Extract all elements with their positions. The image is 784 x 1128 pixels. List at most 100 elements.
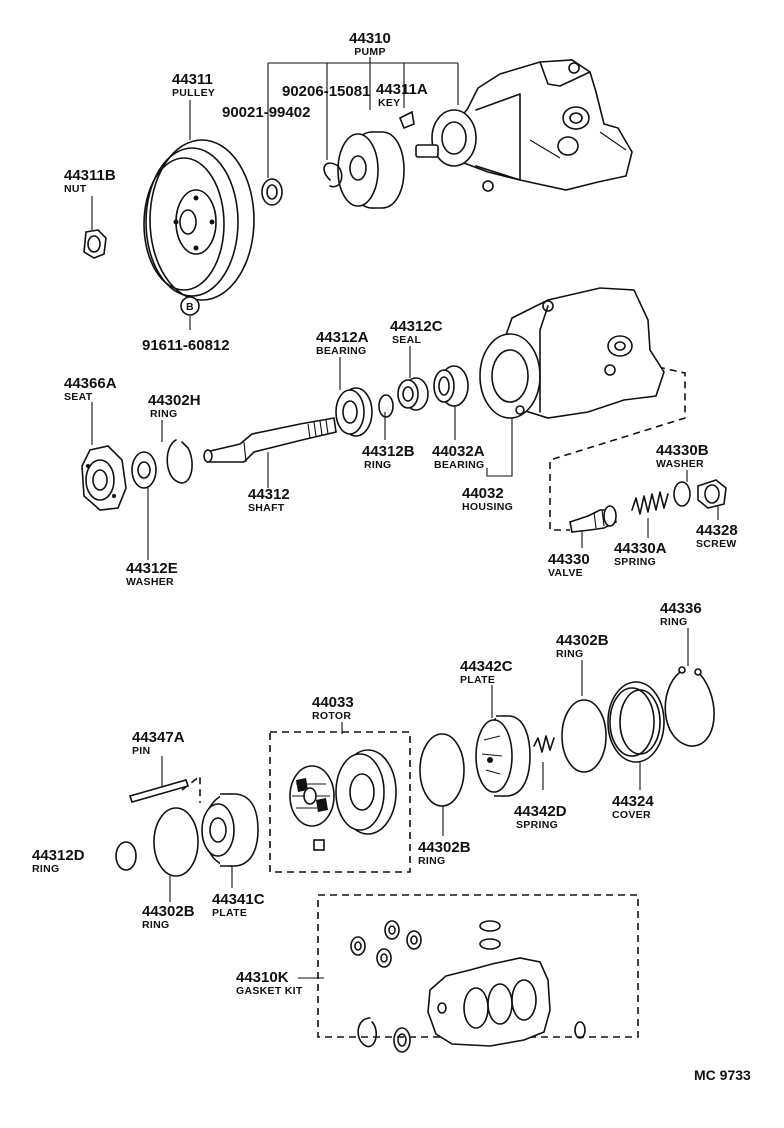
label-44336-number: 44336	[660, 600, 702, 617]
label-44342D-name: SPRING	[516, 819, 558, 831]
label-44366A-number: 44366A	[64, 375, 117, 392]
label-44312C-name: SEAL	[392, 334, 421, 346]
label-44311-number: 44311	[172, 71, 213, 88]
label-44302B-mid-name: RING	[418, 855, 445, 867]
snap-ring-44302h	[166, 439, 193, 484]
label-44310K-name: GASKET KIT	[236, 985, 303, 997]
valve-washer	[673, 481, 691, 507]
label-44341C-number: 44341C	[212, 891, 265, 908]
label-44302B-top-number: 44302B	[556, 632, 609, 649]
end-cover	[607, 681, 665, 763]
label-44342C-name: PLATE	[460, 674, 495, 686]
label-44330A-number: 44330A	[614, 540, 667, 557]
label-44302H-number: 44302H	[148, 392, 201, 409]
label-44302B-mid-number: 44302B	[418, 839, 471, 856]
group-outlines	[181, 366, 686, 1038]
plate-spring	[533, 735, 555, 753]
gasket-kit-parts	[350, 920, 586, 1053]
label-91611-number: 91611-60812	[142, 337, 230, 354]
shaft-ring	[378, 394, 394, 418]
label-44330B-name: WASHER	[656, 458, 704, 470]
label-44342D-number: 44342D	[514, 803, 567, 820]
label-44312A-number: 44312A	[316, 329, 369, 346]
label-90021-number: 90021-99402	[222, 104, 310, 121]
pressure-plate	[475, 715, 531, 797]
pump-assembly	[83, 59, 633, 316]
rotor-group-box	[269, 731, 411, 873]
flow-valve	[569, 505, 617, 533]
label-44032-number: 44032	[462, 485, 504, 502]
label-44312E-number: 44312E	[126, 560, 178, 577]
label-44033-number: 44033	[312, 694, 354, 711]
key-part	[398, 110, 415, 130]
label-44347A-number: 44347A	[132, 729, 185, 746]
label-44324-name: COVER	[612, 809, 651, 821]
label-44312D-name: RING	[32, 863, 59, 875]
label-44302B-low-number: 44302B	[142, 903, 195, 920]
snap-ring	[323, 162, 343, 188]
label-44330A-name: SPRING	[614, 556, 656, 568]
small-ring-44312d	[115, 841, 137, 871]
part-labels: 44310 PUMP 44311 PULLEY 90021-99402 9020…	[32, 30, 751, 1083]
label-44312-name: SHAFT	[248, 502, 285, 514]
label-44311B-name: NUT	[64, 183, 87, 195]
o-ring-top	[561, 699, 607, 773]
callout-circle	[180, 296, 200, 316]
label-44366A-name: SEAT	[64, 391, 93, 403]
label-44312B-name: RING	[364, 459, 391, 471]
o-ring-mid	[419, 733, 465, 807]
label-44312C-number: 44312C	[390, 318, 443, 335]
label-44032A-name: BEARING	[434, 459, 485, 471]
label-44302B-top-name: RING	[556, 648, 583, 660]
label-90206-number: 90206-15081	[282, 83, 370, 100]
label-44330-name: VALVE	[548, 567, 583, 579]
diagram-code: MC 9733	[694, 1067, 751, 1083]
oil-seal	[397, 377, 429, 411]
dowel-pin	[128, 779, 190, 803]
label-44312B-number: 44312B	[362, 443, 415, 460]
label-44341C-name: PLATE	[212, 907, 247, 919]
pump-bearing	[337, 131, 405, 209]
small-nut	[261, 178, 283, 206]
label-44311A-name: KEY	[378, 97, 401, 109]
label-44032A-number: 44032A	[432, 443, 485, 460]
label-44312A-name: BEARING	[316, 345, 367, 357]
label-44328-name: SCREW	[696, 538, 737, 550]
label-44310K-number: 44310K	[236, 969, 289, 986]
pump-body	[415, 59, 633, 192]
label-44342C-number: 44342C	[460, 658, 513, 675]
label-44311B-number: 44311B	[64, 167, 116, 184]
seat-plate	[81, 445, 127, 511]
label-44312E-name: WASHER	[126, 576, 174, 588]
label-44311A-number: 44311A	[376, 81, 428, 98]
shaft-housing-assembly	[81, 287, 727, 533]
rear-plate	[201, 793, 259, 867]
label-44312D-number: 44312D	[32, 847, 85, 864]
label-44336-name: RING	[660, 616, 687, 628]
cartridge-assembly	[115, 666, 715, 1053]
rotor-core	[289, 765, 335, 851]
valve-screw	[697, 479, 727, 509]
label-44312-number: 44312	[248, 486, 290, 503]
label-44310-name: PUMP	[354, 46, 386, 58]
label-44324-number: 44324	[612, 793, 654, 810]
housing	[479, 287, 665, 419]
retaining-ring	[664, 671, 715, 747]
gasket-kit-box	[317, 894, 639, 1038]
label-44330-number: 44330	[548, 551, 590, 568]
label-44310-number: 44310	[349, 30, 391, 47]
label-44311-name: PULLEY	[172, 87, 215, 99]
label-44032-name: HOUSING	[462, 501, 513, 513]
shaft	[203, 417, 337, 463]
shaft-bearing	[335, 387, 373, 437]
label-44033-name: ROTOR	[312, 710, 351, 722]
housing-bushing	[433, 365, 469, 407]
callout-letter: B	[186, 301, 194, 313]
label-44302B-low-name: RING	[142, 919, 169, 931]
valve-spring	[631, 491, 669, 515]
label-44330B-number: 44330B	[656, 442, 709, 459]
rotor-cam-ring	[335, 749, 397, 835]
o-ring-low	[153, 807, 199, 877]
hex-nut	[83, 229, 107, 259]
